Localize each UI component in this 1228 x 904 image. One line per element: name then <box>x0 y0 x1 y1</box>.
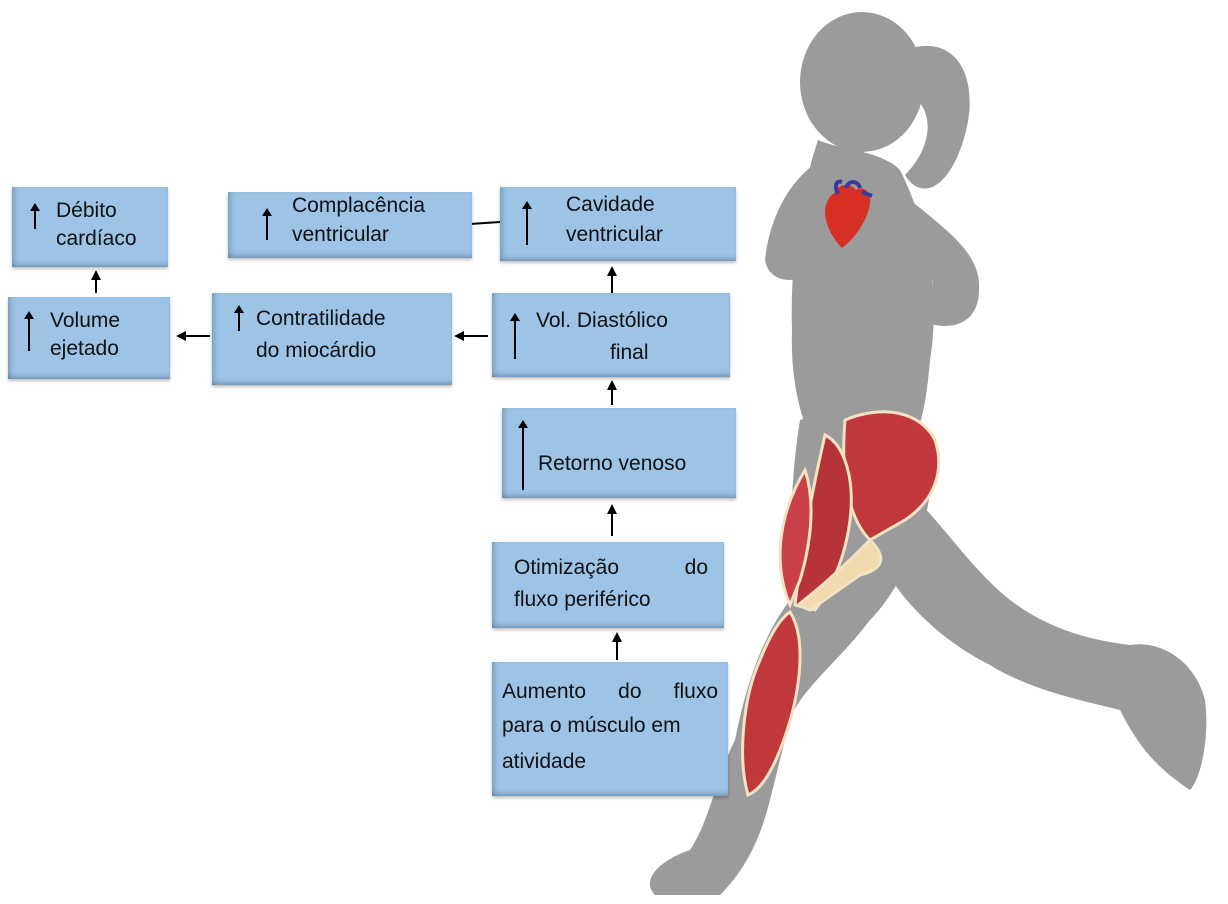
box-line: final <box>610 339 649 367</box>
box-line: ventricular <box>292 221 389 249</box>
box-line: Vol. Diastólico <box>536 307 668 335</box>
up-arrow-icon <box>28 203 42 229</box>
up-arrow-icon <box>260 208 274 240</box>
box-line: Aumento <box>502 678 586 706</box>
box-complacencia-ventricular: Complacência ventricular <box>228 192 472 258</box>
box-line: fluxo periférico <box>514 586 651 614</box>
box-line: cardíaco <box>56 225 137 253</box>
box-volume-ejetado: Volume ejetado <box>8 297 170 379</box>
box-line: Volume <box>50 307 120 335</box>
box-line: Complacência <box>292 192 425 220</box>
up-arrow-icon <box>232 305 246 331</box>
box-vol-diastolico-final: Vol. Diastólico final <box>492 293 730 377</box>
up-arrow-icon <box>520 201 534 245</box>
box-line: do miocárdio <box>256 337 376 365</box>
box-line: atividade <box>502 748 586 776</box>
up-arrow-icon <box>508 313 522 359</box>
box-line: ejetado <box>50 335 119 363</box>
box-line: do <box>618 678 641 706</box>
link-complacencia-cavidade <box>470 222 500 224</box>
box-contratilidade-miocardio: Contratilidade do miocárdio <box>212 293 452 385</box>
box-line: Otimização <box>514 554 619 582</box>
box-debito-cardiaco: Débito cardíaco <box>12 187 168 267</box>
box-line: Retorno venoso <box>538 450 686 478</box>
up-arrow-icon <box>22 311 36 351</box>
up-arrow-icon <box>516 420 530 490</box>
box-cavidade-ventricular: Cavidade ventricular <box>500 187 736 261</box>
box-line: Contratilidade <box>256 305 386 333</box>
box-line: fluxo <box>674 678 718 706</box>
box-otimizacao-fluxo: Otimização do fluxo periférico <box>492 542 724 628</box>
box-line: Débito <box>56 197 117 225</box>
box-line: Cavidade <box>566 191 655 219</box>
box-retorno-venoso: Retorno venoso <box>502 408 736 498</box>
box-line: do <box>685 554 708 582</box>
box-aumento-fluxo: Aumento do fluxo para o músculo em ativi… <box>492 662 728 796</box>
box-line: ventricular <box>566 221 663 249</box>
box-line: para o músculo em <box>502 712 681 740</box>
